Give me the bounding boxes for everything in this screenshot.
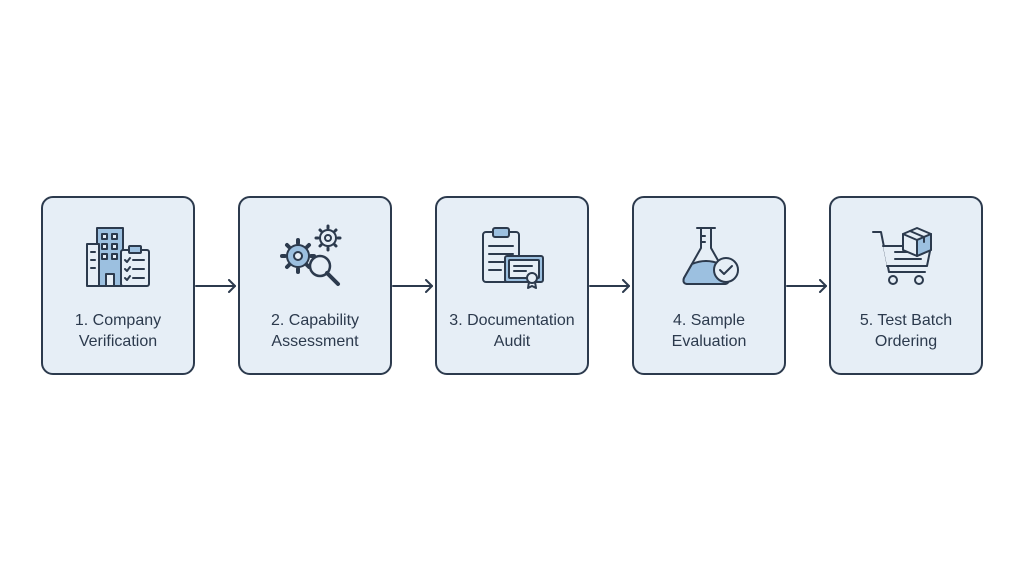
arrow-icon — [392, 279, 434, 293]
clipboard-certificate-icon — [475, 222, 549, 292]
flask-check-icon — [672, 222, 746, 292]
cart-box-icon — [869, 222, 943, 292]
step-label: 4. Sample Evaluation — [671, 312, 747, 350]
step-label: 3. Documentation Audit — [449, 312, 575, 350]
arrow-icon — [195, 279, 237, 293]
step-label: 5. Test Batch Ordering — [859, 312, 953, 350]
step-label: 2. Capability Assessment — [270, 312, 360, 350]
step-company-verification: 1. Company Verification — [41, 196, 195, 375]
gears-magnifier-icon — [278, 222, 352, 292]
step-capability-assessment: 2. Capability Assessment — [238, 196, 392, 375]
step-sample-evaluation: 4. Sample Evaluation — [632, 196, 786, 375]
step-label: 1. Company Verification — [74, 312, 162, 350]
step-test-batch-ordering: 5. Test Batch Ordering — [829, 196, 983, 375]
step-documentation-audit: 3. Documentation Audit — [435, 196, 589, 375]
arrow-icon — [589, 279, 631, 293]
arrow-icon — [786, 279, 828, 293]
building-checklist-icon — [81, 222, 155, 292]
